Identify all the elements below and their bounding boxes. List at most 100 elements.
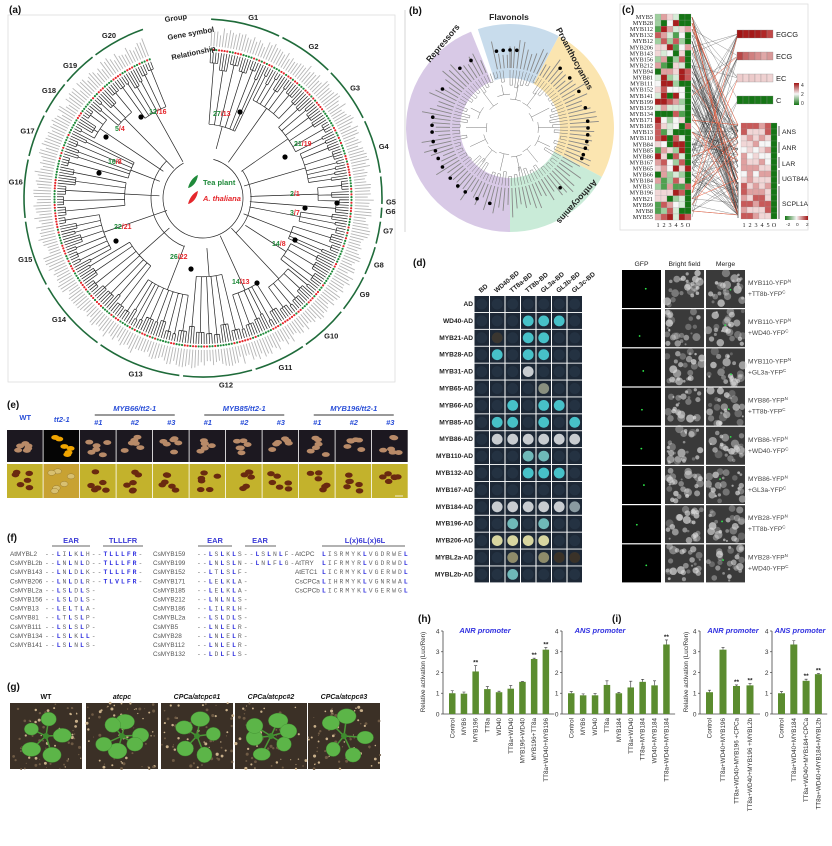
seed-photo-dark bbox=[262, 430, 299, 462]
clade-count-label: 27/13 bbox=[213, 111, 231, 118]
cell-texture bbox=[679, 291, 684, 296]
motif-header-tlllfr: TLLLFR bbox=[109, 536, 138, 545]
group-arc bbox=[305, 311, 342, 346]
heatmap-cell bbox=[672, 68, 680, 75]
group-label: G18 bbox=[42, 86, 56, 95]
relationship-dot bbox=[110, 313, 113, 317]
leaf bbox=[190, 711, 210, 727]
relationship-dot bbox=[346, 229, 350, 232]
bar bbox=[615, 693, 623, 714]
residue: S bbox=[261, 551, 267, 558]
rosette-center bbox=[194, 733, 200, 739]
seed bbox=[343, 484, 351, 490]
residue: G bbox=[375, 569, 381, 576]
cell-texture bbox=[713, 327, 719, 333]
soil-particle bbox=[151, 703, 155, 706]
gene-heatmap-cell bbox=[764, 212, 772, 220]
relationship-dot bbox=[350, 190, 353, 193]
cell-texture bbox=[717, 498, 722, 504]
relationship-dot bbox=[167, 341, 170, 344]
relationship-dot bbox=[180, 343, 184, 347]
relationship-dot bbox=[66, 136, 69, 139]
cell-texture bbox=[734, 378, 737, 381]
residue: N bbox=[215, 633, 221, 640]
soil-particle bbox=[14, 759, 17, 762]
relationship-dot bbox=[114, 76, 117, 79]
residue: L bbox=[220, 624, 226, 631]
cell-texture bbox=[715, 565, 721, 571]
residue: R bbox=[86, 578, 92, 585]
catechin-label: ECG bbox=[776, 52, 792, 61]
cell-texture bbox=[719, 442, 724, 447]
heatmap-cell bbox=[684, 62, 692, 69]
yeast-colony bbox=[538, 433, 550, 445]
yeast-spot bbox=[491, 298, 503, 310]
relationship-dot bbox=[258, 59, 261, 62]
legend-tick: 4 bbox=[801, 83, 804, 89]
soil-particle bbox=[357, 705, 361, 709]
yeast-spot bbox=[553, 416, 565, 428]
yeast-spot bbox=[476, 568, 488, 580]
soil-particle bbox=[353, 709, 356, 712]
yeast-spot bbox=[476, 383, 488, 394]
residue: - bbox=[244, 551, 250, 558]
heatmap-cell bbox=[660, 159, 668, 166]
x-tick-label: MYB196 bbox=[473, 718, 480, 743]
yeast-spot bbox=[553, 383, 565, 394]
motif-sequence: --LSLKLL- bbox=[45, 633, 98, 640]
soil-particle bbox=[276, 735, 278, 737]
residue: S bbox=[238, 651, 244, 658]
heatmap-cell bbox=[660, 44, 668, 51]
cell-texture bbox=[669, 546, 678, 555]
relationship-dot bbox=[343, 152, 346, 155]
relationship-dot bbox=[60, 151, 63, 155]
relationship-dot bbox=[349, 179, 352, 182]
tea-gene-marker bbox=[436, 156, 441, 161]
yeast-spot bbox=[491, 450, 503, 462]
cell-texture bbox=[707, 402, 713, 408]
relationship-dot bbox=[301, 306, 304, 310]
relationship-dot bbox=[246, 338, 249, 341]
error-bar bbox=[748, 683, 752, 686]
replicate-label: #3 bbox=[167, 418, 176, 427]
yeast-spot bbox=[569, 484, 581, 496]
heatmap-cell bbox=[654, 38, 662, 45]
gene-heatmap-cell bbox=[764, 134, 772, 142]
gene-heatmap-cell bbox=[758, 176, 766, 184]
phylogenetic-tree-circular: G1G2G3G4G5G6G7G8G9G10G11G12G13G14G15G16G… bbox=[9, 12, 396, 390]
residue: Y bbox=[351, 551, 357, 558]
yeast-spot bbox=[522, 416, 534, 428]
seed bbox=[170, 436, 179, 442]
relationship-dot bbox=[146, 59, 149, 62]
cell-texture bbox=[731, 484, 734, 487]
legend-tick: 0 bbox=[801, 101, 804, 107]
seed bbox=[87, 482, 95, 489]
heatmap-cell bbox=[660, 32, 668, 39]
heatmap-cell bbox=[666, 98, 674, 105]
relationship-dot bbox=[223, 49, 226, 53]
relationship-dot bbox=[293, 314, 296, 317]
soil-particle bbox=[88, 739, 90, 741]
gene-heatmap-cell bbox=[746, 188, 754, 196]
relationship-dot bbox=[126, 324, 129, 327]
relationship-dot bbox=[95, 93, 98, 96]
cell-texture bbox=[667, 442, 676, 452]
soil-particle bbox=[111, 764, 114, 767]
cell-texture bbox=[690, 281, 695, 286]
sequence-name: CsMYB141 bbox=[10, 642, 43, 649]
heatmap-cell bbox=[672, 153, 680, 160]
cell-texture bbox=[690, 362, 698, 370]
clade-node bbox=[113, 238, 119, 244]
residue: R bbox=[340, 578, 346, 585]
structural-gene-label: LAR bbox=[782, 161, 795, 168]
cell-texture bbox=[714, 396, 719, 402]
soil-particle bbox=[328, 755, 330, 757]
residue: - bbox=[197, 615, 203, 622]
relationship-dot bbox=[249, 337, 252, 340]
mutant-label: tt2-1 bbox=[54, 415, 70, 424]
soil-particle bbox=[337, 760, 341, 763]
x-tick-label: TT8a+WD40+MYB184+CPCa bbox=[803, 718, 810, 803]
heatmap-cell bbox=[654, 62, 662, 69]
tea-gene-marker bbox=[488, 201, 492, 206]
residue: R bbox=[386, 587, 392, 594]
